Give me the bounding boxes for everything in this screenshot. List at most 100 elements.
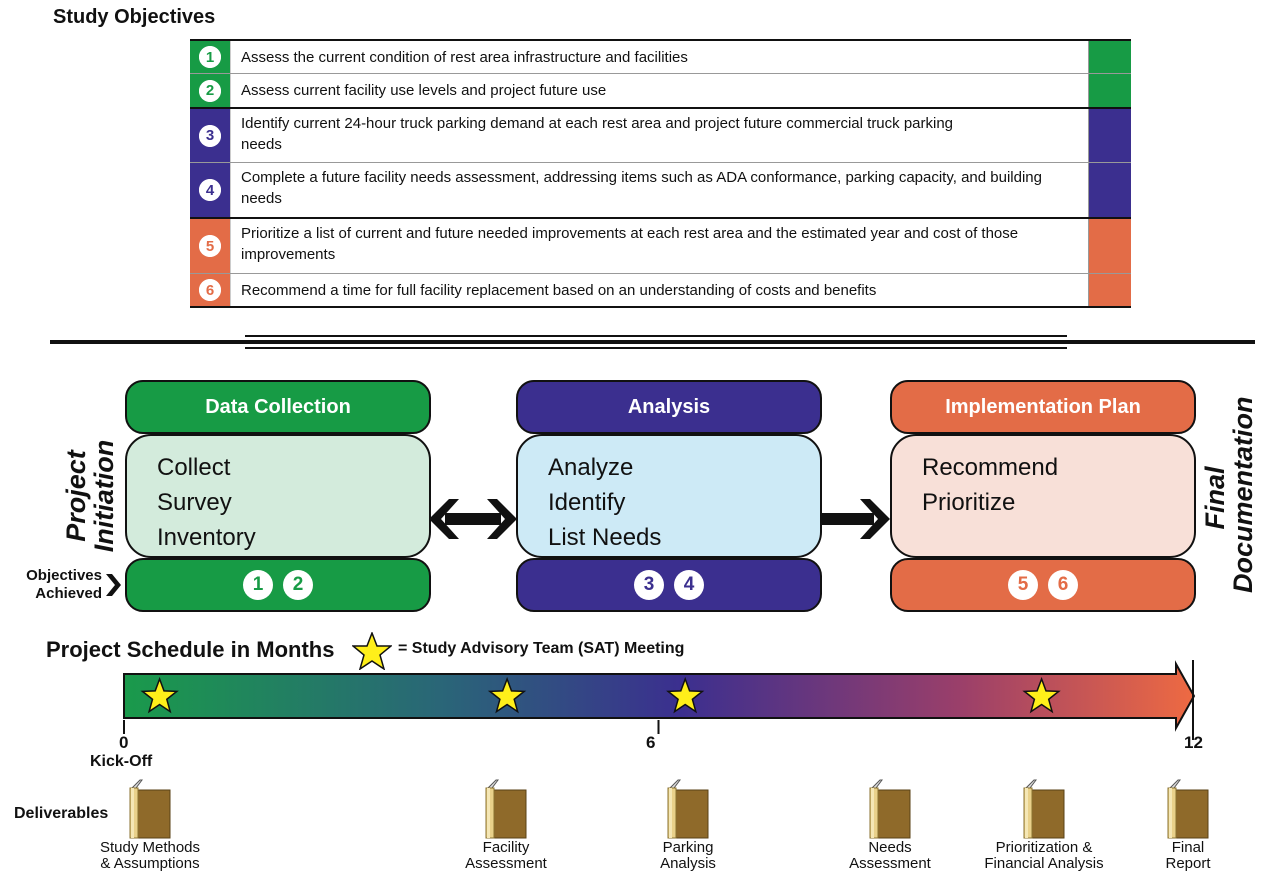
phase-title: Data Collection (205, 395, 351, 418)
objective-number: 1 (199, 46, 221, 68)
deliverable-label-line1: Facility (482, 839, 530, 856)
sat-meeting-star (666, 676, 705, 714)
separator-inner-bottom (245, 347, 1067, 349)
objective-number: 4 (199, 179, 221, 201)
separator-inner-top (245, 335, 1067, 337)
phase-data-collection-header: Data Collection (125, 380, 431, 434)
deliverable-label-line2: Assessment (849, 855, 931, 872)
deliverable: Prioritization &Financial Analysis (964, 778, 1124, 872)
deliverables-label: Deliverables (14, 805, 109, 822)
deliverable-label-line1: Study Methods (99, 839, 201, 856)
objective-row: 5 Prioritize a list of current and futur… (190, 219, 1131, 274)
objective-badge: 1 (243, 570, 273, 600)
book-icon (129, 779, 171, 839)
phase-item: Recommend (922, 454, 1059, 481)
deliverable-label-line1: Prioritization & (995, 839, 1093, 856)
schedule-tick (123, 720, 125, 734)
deliverable-label-line1: Needs (868, 839, 912, 856)
project-initiation-label: Project Initiation (61, 396, 122, 596)
objective-color-swatch (1089, 41, 1131, 73)
tick-label-6: 6 (646, 733, 656, 752)
objective-text: Recommend a time for full facility repla… (230, 274, 1089, 306)
phase-implementation-objectives: 5 6 (890, 558, 1196, 612)
schedule-arrow-bar (123, 660, 1196, 732)
phase-implementation-body: Recommend Prioritize (890, 434, 1196, 558)
book-icon (1167, 779, 1209, 839)
phase-item: Prioritize (922, 489, 1016, 516)
book-icon (869, 779, 911, 839)
phase-title: Analysis (627, 395, 711, 418)
project-initiation-line2: Initiation (89, 439, 119, 553)
book-icon (667, 779, 709, 839)
phase-data-collection-body: Collect Survey Inventory (125, 434, 431, 558)
star-icon (352, 632, 392, 670)
objective-number: 6 (199, 279, 221, 301)
phase-item: Survey (157, 489, 232, 516)
deliverable-label-line2: Report (1165, 855, 1211, 872)
objective-number: 3 (199, 124, 221, 147)
objective-text: Complete a future facility needs assessm… (230, 163, 1089, 217)
phase-item: Collect (157, 454, 231, 481)
objective-badge: 6 (1048, 570, 1078, 600)
objective-number-cell: 6 (190, 274, 230, 306)
objective-color-swatch (1089, 274, 1131, 306)
objective-badge: 4 (674, 570, 704, 600)
phase-analysis-body: Analyze Identify List Needs (516, 434, 822, 558)
objective-color-swatch (1089, 219, 1131, 273)
objective-number-cell: 1 (190, 41, 230, 73)
phase-item: Inventory (157, 524, 256, 551)
double-arrow-icon (429, 499, 517, 539)
objective-color-swatch (1089, 109, 1131, 162)
objective-badge: 3 (634, 570, 664, 600)
arrow-right-icon (820, 499, 890, 539)
objectives-achieved-line1: Objectives (26, 567, 102, 584)
sat-meeting-star (1022, 676, 1061, 714)
objective-text: Prioritize a list of current and future … (230, 219, 1089, 273)
phase-implementation-header: Implementation Plan (890, 380, 1196, 434)
objective-color-swatch (1089, 163, 1131, 217)
deliverable-label-line2: Assessment (465, 855, 547, 872)
objective-row: 6 Recommend a time for full facility rep… (190, 274, 1131, 306)
final-documentation-label: Final Documentation (1200, 396, 1261, 593)
phase-analysis-objectives: 3 4 (516, 558, 822, 612)
phase-analysis-header: Analysis (516, 380, 822, 434)
objective-badge: 5 (1008, 570, 1038, 600)
phase-item: List Needs (548, 524, 662, 551)
deliverable-label-line1: Parking (662, 839, 714, 856)
objective-number: 5 (199, 235, 221, 257)
sat-meeting-star (140, 676, 179, 714)
deliverable: Study Methods& Assumptions (70, 778, 230, 872)
objective-number-cell: 3 (190, 109, 230, 162)
phase-item: Analyze (548, 454, 634, 481)
objective-text: Assess current facility use levels and p… (230, 74, 1089, 107)
phase-item: Identify (548, 489, 626, 516)
final-documentation-line2: Documentation (1228, 396, 1258, 593)
phase-data-collection-objectives: 1 2 (125, 558, 431, 612)
schedule-title: Project Schedule in Months (46, 637, 335, 662)
objective-number-cell: 4 (190, 163, 230, 217)
objective-number: 2 (199, 79, 221, 102)
final-documentation-line1: Final (1200, 466, 1230, 530)
sat-meeting-star (487, 676, 527, 714)
tick-label-0: 0 (119, 733, 129, 752)
objective-text: Assess the current condition of rest are… (230, 41, 1089, 73)
tick-label-12: 12 (1184, 733, 1203, 752)
deliverable-label-line1: Final (1171, 839, 1205, 856)
deliverable-label-line2: & Assumptions (100, 855, 200, 872)
objective-row: 4 Complete a future facility needs asses… (190, 163, 1131, 219)
project-initiation-line1: Project (61, 450, 91, 542)
book-icon (1023, 779, 1065, 839)
kickoff-label: Kick-Off (90, 753, 153, 770)
objective-text: Identify current 24-hour truck parking d… (230, 109, 1089, 162)
objective-row: 1 Assess the current condition of rest a… (190, 41, 1131, 74)
deliverable-label-line2: Financial Analysis (984, 855, 1104, 872)
sat-legend: = Study Advisory Team (SAT) Meeting (398, 640, 685, 657)
schedule-timeline (123, 660, 1196, 740)
separator-main (50, 340, 1255, 344)
page-title: Study Objectives (53, 6, 216, 28)
deliverable-label-line2: Analysis (660, 855, 716, 872)
chevron-right-icon (106, 574, 121, 596)
objectives-achieved-label: Objectives Achieved (14, 567, 102, 603)
